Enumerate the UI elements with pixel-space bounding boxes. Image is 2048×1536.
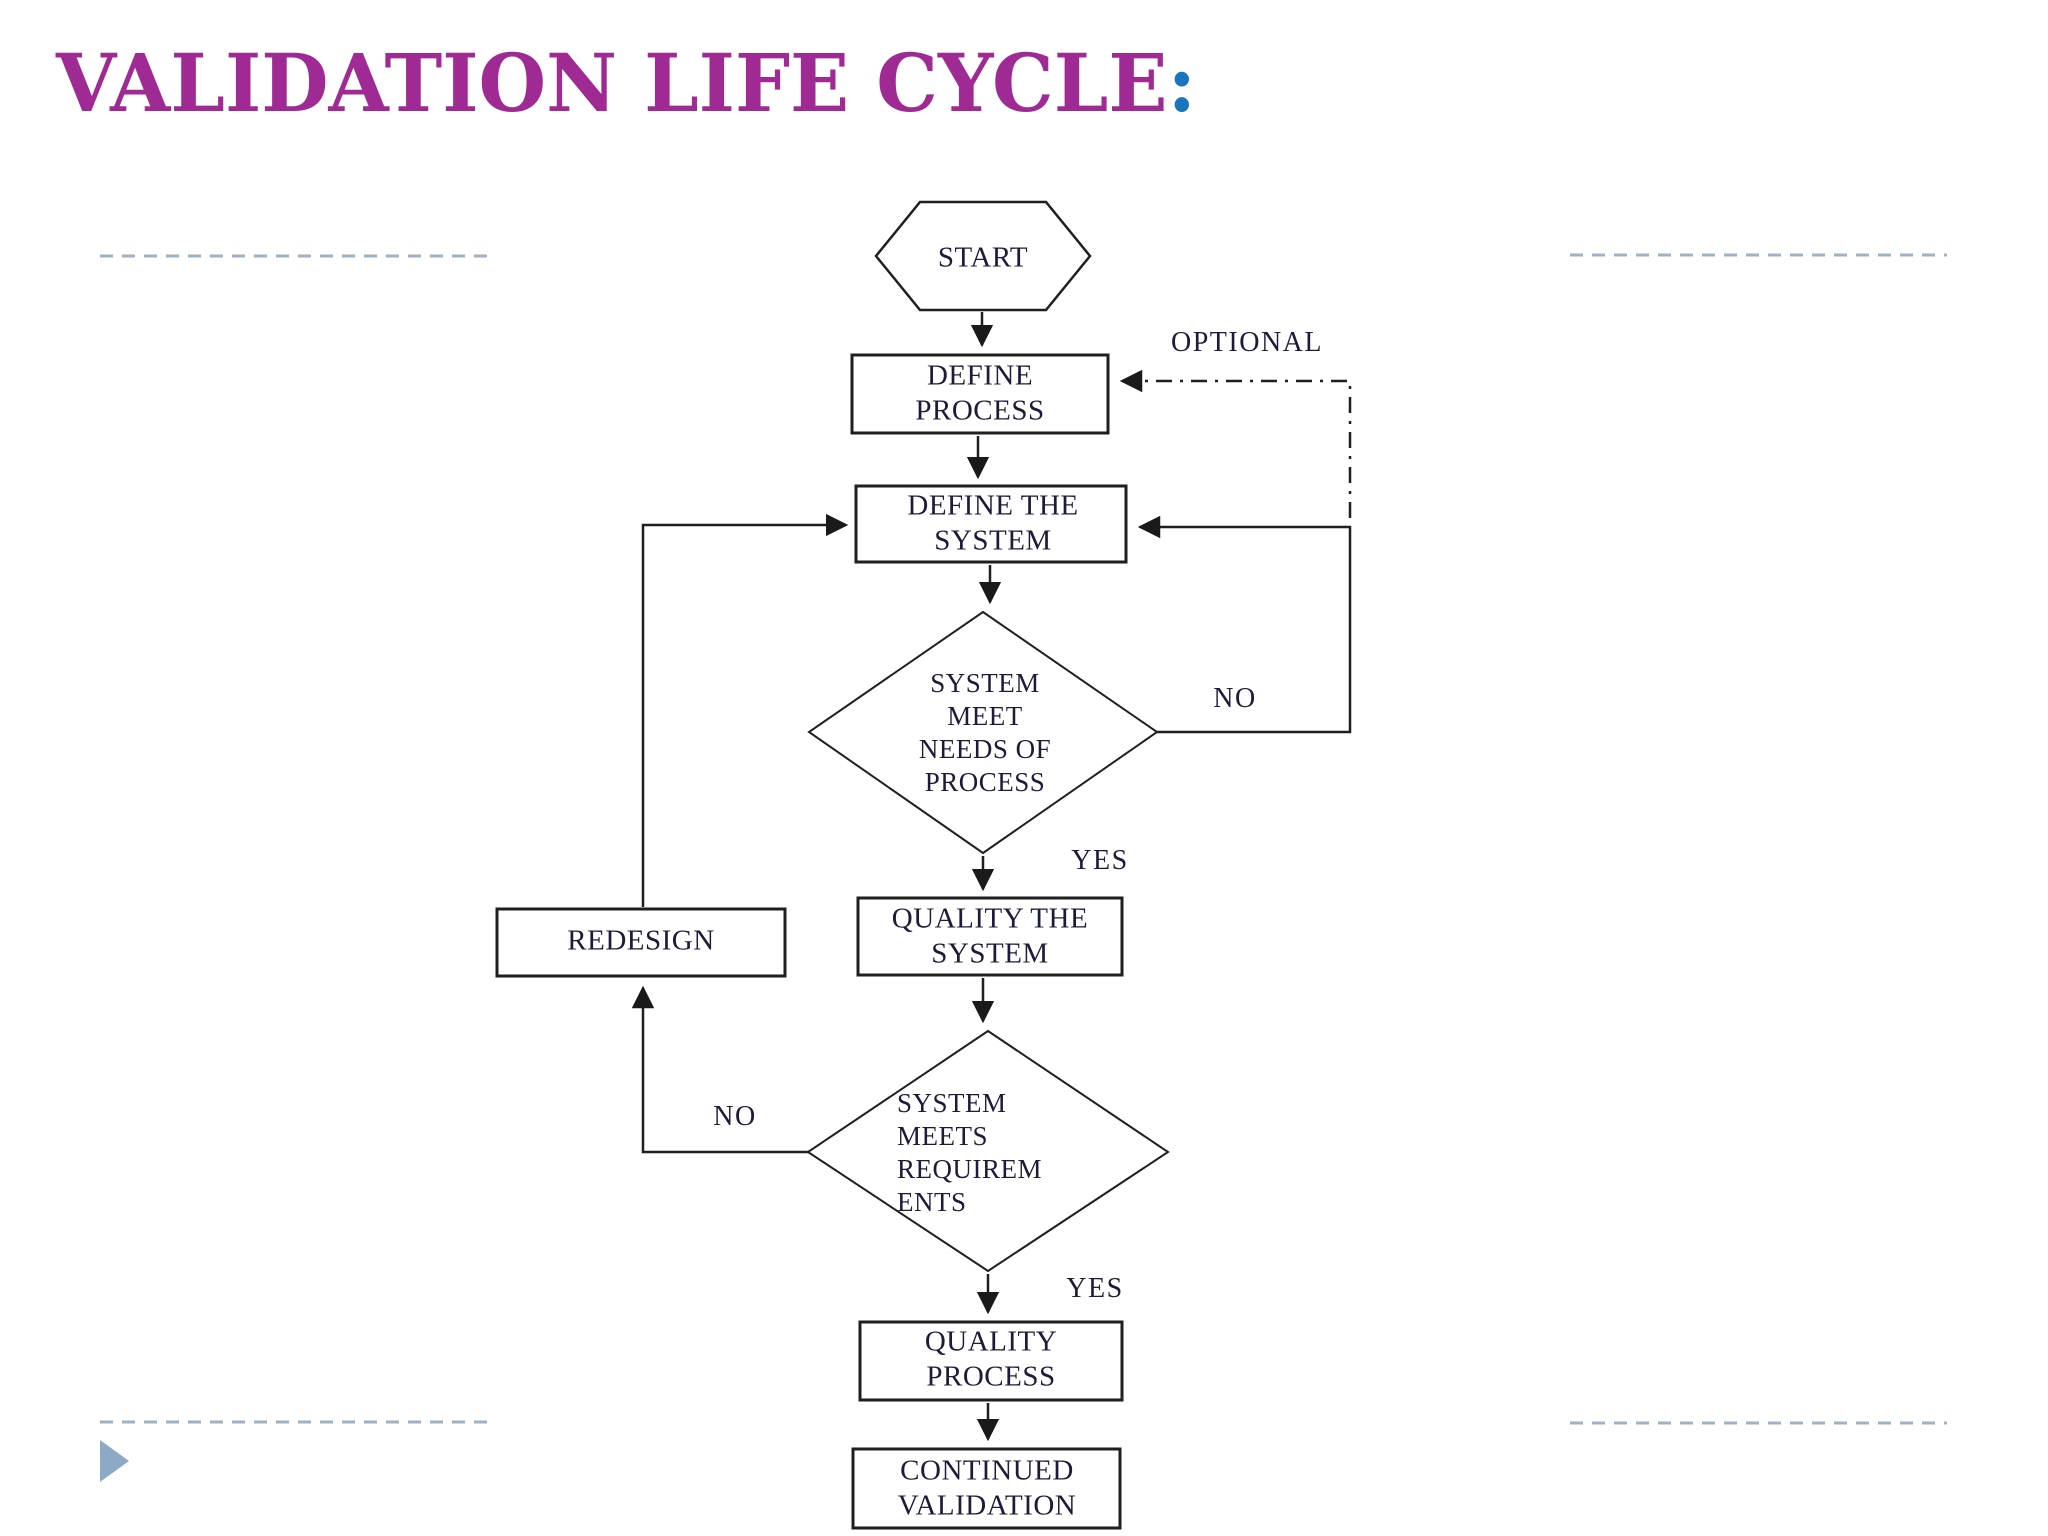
arrow-redesign-to-define-system — [641, 513, 849, 907]
define-system-box — [854, 484, 1128, 564]
quality-process-box — [858, 1320, 1124, 1402]
system-meet-needs-diamond — [807, 610, 1159, 855]
define-system-label: DEFINE THE SYSTEM — [907, 489, 1079, 557]
page-title-text: VALIDATION LIFE CYCLE — [56, 36, 1168, 130]
quality-the-system-box — [856, 896, 1124, 977]
define-process-label: DEFINE PROCESS — [915, 359, 1045, 427]
arrow-optional-to-define-process — [1119, 369, 1352, 518]
no-needs-edge-label: NO — [1213, 683, 1257, 714]
quality-process-label: QUALITY PROCESS — [924, 1325, 1058, 1393]
page-title-colon: : — [1167, 36, 1197, 130]
define-process-box — [850, 353, 1110, 435]
arrow-no-needs-to-define-system — [1137, 515, 1352, 734]
arrow-no-requirements-to-redesign — [631, 985, 809, 1154]
system-meet-needs-label: SYSTEM MEET NEEDS OF PROCESS — [918, 668, 1052, 797]
redesign-box — [495, 907, 787, 978]
play-triangle-icon — [100, 1440, 129, 1482]
no-requirements-edge-label: NO — [713, 1101, 757, 1132]
system-meets-requirements-diamond — [806, 1029, 1170, 1273]
continued-validation-box — [851, 1447, 1122, 1530]
redesign-label: REDESIGN — [567, 924, 715, 957]
start-label: START — [937, 241, 1029, 274]
yes-needs-edge-label: YES — [1071, 845, 1129, 876]
start-hexagon — [874, 200, 1092, 312]
quality-the-system-label: QUALITY THE SYSTEM — [891, 902, 1089, 970]
optional-edge-label: OPTIONAL — [1171, 327, 1323, 358]
yes-requirements-edge-label: YES — [1066, 1273, 1124, 1304]
continued-validation-label: CONTINUED VALIDATION — [897, 1454, 1077, 1522]
system-meets-requirements-label: SYSTEM MEETS REQUIREM ENTS — [897, 1088, 1042, 1217]
page-title: VALIDATION LIFE CYCLE: — [56, 36, 1196, 130]
